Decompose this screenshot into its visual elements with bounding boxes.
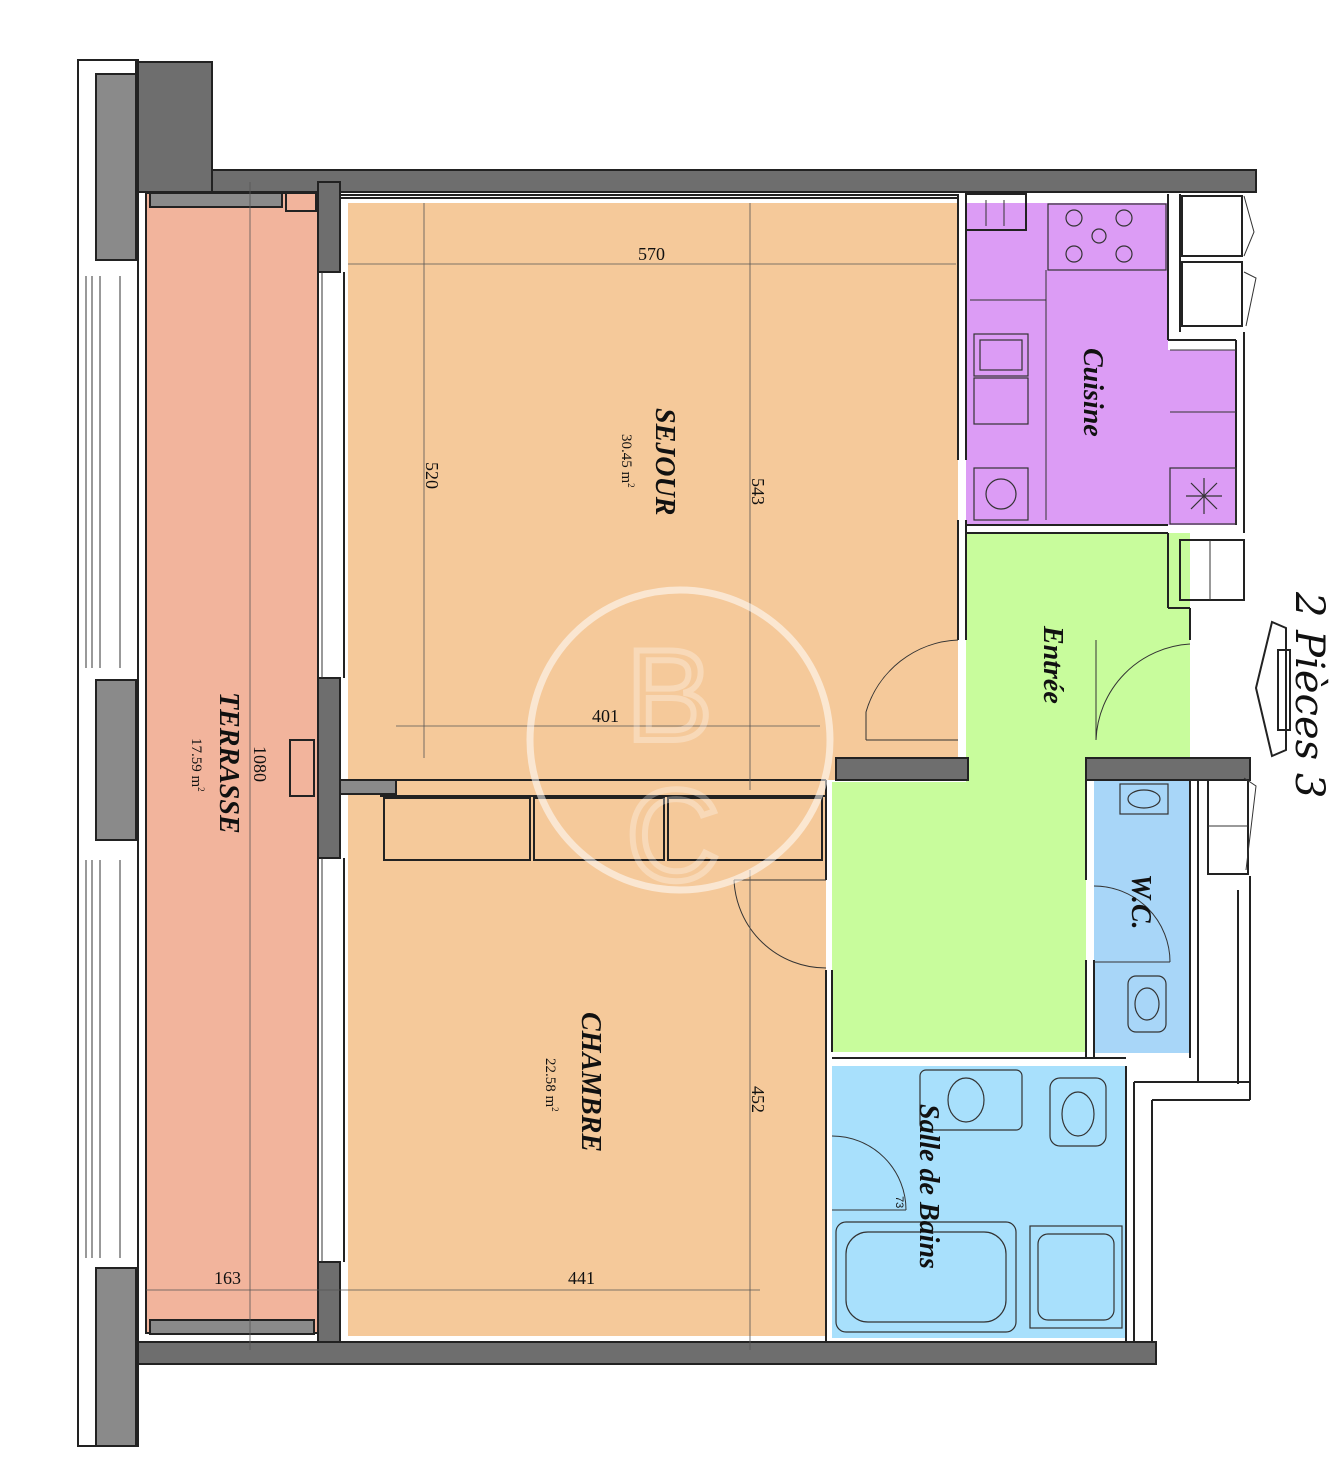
wc-basin — [1119, 783, 1169, 815]
wc-door[interactable] — [1093, 885, 1171, 963]
kitchen-sink — [973, 333, 1029, 377]
wc-toilet — [1127, 975, 1167, 1033]
room-area-chambre: 22.58 m2 — [542, 1058, 560, 1112]
terrasse-column-top — [135, 61, 213, 193]
watermark-letter-bottom: C — [626, 762, 720, 908]
dim-sejour-width-top: 570 — [638, 244, 665, 264]
watermark-letter-top: B — [626, 622, 713, 768]
dim-chambre-depth: 452 — [748, 1086, 768, 1113]
terrasse-pier-top — [95, 73, 137, 261]
facade-wall-mid — [317, 677, 341, 859]
entry-arrow — [1254, 620, 1287, 758]
dim-terrasse-length: 1080 — [250, 746, 270, 782]
fridge — [1169, 467, 1237, 525]
entree-door[interactable] — [1095, 643, 1191, 741]
room-name-sdb: Salle de Bains — [913, 1104, 944, 1269]
partition-sejour-entree — [835, 757, 969, 781]
sdb-door[interactable] — [831, 1135, 907, 1211]
top-wall — [211, 169, 1257, 193]
washing-machine — [973, 467, 1029, 521]
partition-entree-wc — [1085, 757, 1251, 781]
plan-title: 2 Pièces 3 — [1286, 591, 1332, 798]
terrasse-pier-mid — [95, 679, 137, 841]
sejour-floor — [348, 203, 958, 780]
dim-sdb-door: 73 — [893, 1196, 905, 1208]
facade-wall-bottom — [317, 1261, 341, 1343]
snowflake-icon — [1186, 478, 1222, 514]
sejour-chambre-stub — [339, 779, 397, 795]
chambre-door[interactable] — [733, 879, 827, 969]
facade-wall-top — [317, 181, 341, 273]
room-name-terrasse: TERRASSE — [213, 692, 244, 834]
room-name-entree: Entrée — [1037, 625, 1068, 704]
room-name-chambre: CHAMBRE — [575, 1012, 606, 1152]
dim-terrasse-width: 163 — [214, 1268, 241, 1288]
bathtub — [835, 1221, 1017, 1333]
watermark-logo: B C — [526, 586, 834, 911]
room-name-wc: W.C. — [1125, 874, 1156, 930]
terrasse-vent — [289, 739, 315, 797]
bath-basin — [919, 1069, 1023, 1131]
terrasse-pier-bottom — [95, 1267, 137, 1447]
terrasse-planter — [149, 192, 283, 208]
cooktop — [1047, 203, 1167, 271]
facade-outline — [77, 59, 139, 1447]
dim-sejour-width-bottom: 401 — [592, 706, 619, 726]
sdb-floor — [832, 1066, 1126, 1338]
room-name-cuisine: Cuisine — [1077, 348, 1108, 437]
dim-sejour-depth-left: 520 — [422, 462, 442, 489]
wc-floor — [1094, 780, 1190, 1053]
dim-sejour-depth-right: 543 — [748, 478, 768, 505]
entree-floor — [832, 533, 1190, 1052]
room-area-terrasse: 17.59 m2 — [188, 738, 206, 792]
shower — [1029, 1225, 1123, 1329]
room-area-sejour: 30.45 m2 — [618, 434, 636, 488]
room-name-sejour: SEJOUR — [649, 408, 680, 515]
dim-chambre-width: 441 — [568, 1268, 595, 1288]
bottom-wall — [135, 1341, 1157, 1365]
sejour-door[interactable] — [865, 639, 959, 740]
bath-toilet — [1049, 1077, 1107, 1147]
